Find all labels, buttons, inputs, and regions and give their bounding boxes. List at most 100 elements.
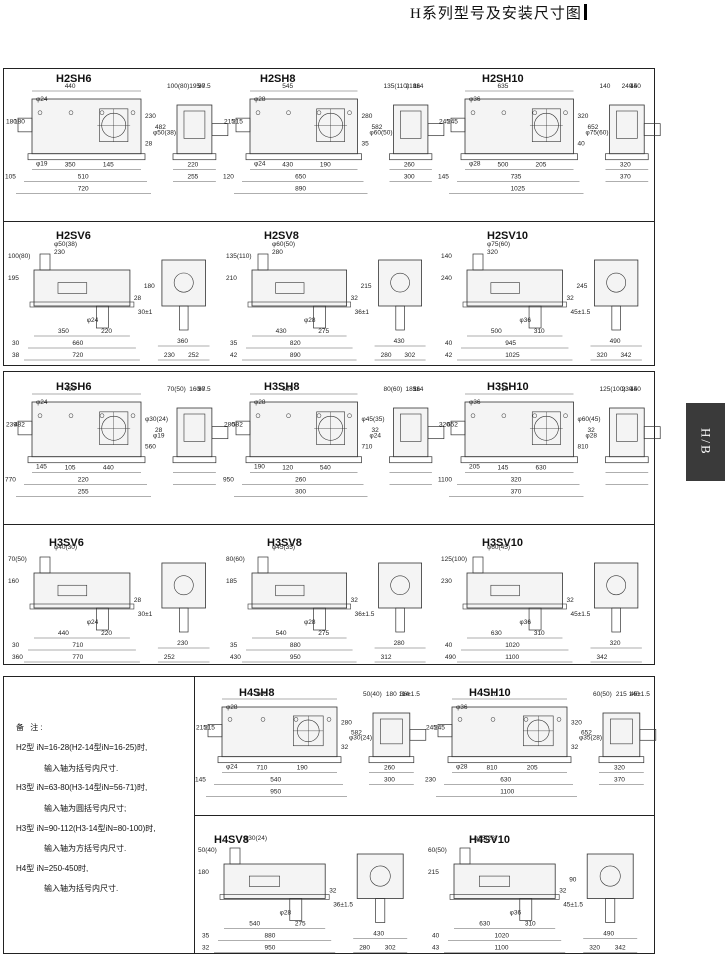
dimension-label: 430 [394,338,405,345]
note-label: H4型 [16,864,35,873]
dimension-label: 145 [36,464,47,471]
output-shaft [427,123,445,137]
dimension-label: 280 [341,719,352,726]
dimension-label: φ28 [254,96,266,103]
note-text: iN=63-80(H3-14型iN=56-71)时, [36,783,148,792]
dimension-label: 360 [177,338,188,345]
horizontal-drawing: 605φ2880(60)18511436280582φ45(35)32φ2471… [223,386,445,497]
dimension-label: 100(80) [8,253,30,260]
model-name: H3SH6 [56,381,92,393]
bolt-hole [532,413,537,418]
dimension-label: 660 [72,340,83,347]
side-flange [616,110,638,139]
dimension-label: 32 [559,888,567,895]
housing-front-view [453,863,556,899]
dimension-label: 260 [295,477,306,484]
dimension-label: 239 [6,422,17,429]
dimension-label: 220 [187,162,198,169]
mounting-flange [449,894,560,900]
dimension-label: φ24 [370,433,382,440]
housing-side-view [378,562,423,609]
dimension-label: 582 [232,422,243,429]
dimension-label: φ50(38) [153,130,176,137]
side-output-shaft [611,305,621,331]
dimension-label: 310 [525,921,536,928]
bolt-hole [470,110,476,115]
dimension-label: 145 [195,777,206,784]
dimension-label: 215 [224,119,235,126]
inspection-cover [275,282,305,294]
dimension-label: 320 [614,765,625,772]
housing-front-view [249,401,358,458]
note-sub: 输入轴为括号内尺寸. [44,764,119,773]
dimension-label: 125(100) [441,556,467,563]
housing-side-view [609,407,645,458]
side-output-shaft [605,898,616,923]
section-tab[interactable]: H/B [686,403,725,481]
dimension-label: 215 [428,869,439,876]
dimension-label: 280 [359,945,370,952]
dimension-label: 820 [290,340,301,347]
dimension-label: 70(50) [167,386,186,393]
dimension-label: 540 [276,630,287,637]
dimension-label: 255 [187,174,198,181]
housing-side-view [594,259,639,307]
model-name: H4SH8 [239,687,275,699]
side-flange [616,413,638,442]
dimension-label: φ24 [87,619,99,626]
base-foot [447,756,572,764]
dimension-label: 710 [498,386,509,393]
mounting-flange [29,603,135,610]
dimension-label: 36±1 [355,309,370,316]
dimension-label: 545 [282,83,293,90]
dimension-label: 300 [384,777,395,784]
dimension-label: 630 [479,921,490,928]
dimension-label: 215 [361,283,372,290]
dimension-label: 252 [164,654,175,661]
inspection-cover [490,282,520,294]
housing-front-view [251,269,347,307]
dimension-label: 255 [78,489,89,496]
housing-front-view [31,401,142,458]
dimension-label: 60(50) [593,691,612,698]
dimension-label: 280 [394,640,405,647]
input-shaft [472,556,484,574]
dimension-label: φ50(38) [54,241,77,248]
note-label: H2型 [16,743,35,752]
horizontal-drawing: 545φ28135(110)21011436215215280582φ60(50… [223,83,445,194]
dimension-label: 125(100) [600,386,626,393]
dimension-label: 880 [264,933,275,940]
dimension-label: φ60(50) [272,241,295,248]
bolt-hole [68,413,74,418]
dimension-label: φ24 [36,96,48,103]
dimension-label: 230 [622,386,633,393]
page-title: H系列型号及安装尺寸图 [410,2,587,23]
section-tab-label: H/B [698,428,714,456]
dimension-label: 630 [500,777,511,784]
note-text: iN=16-28(H2-14型iN=16-25)时, [36,743,148,752]
mounting-flange [462,301,567,308]
dimension-label: 195 [8,275,19,282]
dimension-label: 310 [534,630,545,637]
mounting-flange [247,603,351,610]
note-sub: 输入轴为括号内尺寸. [44,884,119,893]
dimension-label: 230 [425,777,436,784]
input-shaft [39,253,51,271]
dimension-label: 342 [596,654,607,661]
dimension-label: 320 [610,640,621,647]
dimension-label: 32 [571,744,579,751]
dimension-label: 810 [578,444,589,451]
dimension-label: 145 [103,162,114,169]
dimension-label: 540 [270,777,281,784]
dimension-label: 652 [581,729,592,736]
inspection-cover [275,584,305,597]
